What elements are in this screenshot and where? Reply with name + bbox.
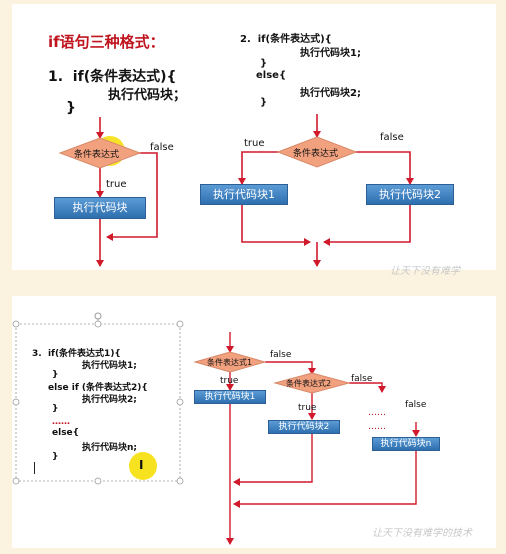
flow3-dots1: ……: [368, 408, 386, 418]
flow3-condition2-diamond: [273, 372, 351, 394]
format3-line4: else if (条件表达式2){: [48, 383, 148, 393]
flow1-condition-diamond: [58, 137, 142, 169]
flow2-block1: 执行代码块1: [200, 184, 288, 205]
flow3-mergen: [233, 451, 417, 508]
format3-line2: 执行代码块1;: [82, 361, 137, 371]
flow2-block2: 执行代码块2: [366, 184, 454, 205]
flow3-false1-label: false: [270, 350, 292, 360]
flow3-condition1-label: 条件表达式1: [207, 358, 253, 367]
flow3-condition1-diamond: [193, 351, 267, 373]
format3-line3: }: [52, 370, 59, 380]
flow3-false3-label: false: [405, 400, 427, 410]
format3-line9: 执行代码块n;: [82, 443, 138, 453]
flow3-block1: 执行代码块1: [194, 390, 266, 404]
format2-line4: else{: [256, 70, 287, 81]
format1-line3: }: [66, 100, 76, 116]
flow3-false2-path: [349, 382, 386, 393]
cursor-highlight-bottom: [129, 452, 157, 480]
flow3-false1-path: [265, 361, 316, 375]
flow1-false-label: false: [150, 142, 174, 153]
flow2-true-label: true: [244, 138, 265, 149]
flow2-true-path: [238, 151, 280, 185]
flow3-true1-label: true: [220, 376, 239, 386]
top-flow-lines: [58, 114, 414, 267]
page-title: if语句三种格式：: [48, 33, 165, 51]
flow1-block: 执行代码块: [54, 197, 146, 219]
bottom-flow-lines: [12, 312, 420, 545]
flow3-block2: 执行代码块2: [268, 420, 340, 434]
flow2-condition-diamond: [276, 136, 358, 168]
flow2-merge-left: [241, 205, 311, 246]
flow3-condition2-label: 条件表达式2: [286, 379, 332, 388]
format3-line1: 3. if(条件表达式1){: [32, 349, 121, 359]
format3-line5: 执行代码块2;: [82, 395, 137, 405]
flow2-merge-right: [323, 205, 411, 246]
flow3-dots2: ……: [368, 422, 386, 432]
format3-line6: }: [52, 404, 59, 414]
format2-line5: 执行代码块2;: [300, 88, 361, 99]
flow2-condition-label: 条件表达式: [293, 149, 339, 159]
watermark-top: 让天下没有难学: [390, 266, 460, 277]
top-panel: if语句三种格式： 1. if(条件表达式){ 执行代码块； } 2. if(条…: [12, 4, 496, 277]
watermark-bottom: 让天下没有难学的技术: [372, 528, 472, 539]
format2-line1: 2. if(条件表达式){: [240, 34, 332, 45]
flow1-true-label: true: [106, 179, 127, 190]
flow1-condition-label: 条件表达式: [74, 150, 120, 160]
format1-line2: 执行代码块；: [108, 88, 187, 103]
ibeam-cursor-icon: I: [139, 458, 144, 472]
flow3-blockn: 执行代码块n: [372, 437, 440, 451]
flow3-false2-label: false: [351, 374, 373, 384]
flow3-merge2: [233, 431, 313, 486]
flow2-false-path: [354, 151, 414, 185]
selected-textbox-frame[interactable]: [12, 312, 184, 485]
format3-line10: }: [52, 452, 59, 462]
flow2-false-label: false: [380, 132, 404, 143]
format2-line3: }: [260, 58, 268, 69]
format2-line6: }: [260, 97, 268, 108]
flow1-false-path: [106, 152, 158, 241]
flow3-true2-label: true: [298, 403, 317, 413]
bottom-panel: 3. if(条件表达式1){ 执行代码块1; } else if (条件表达式2…: [12, 296, 496, 548]
format2-line2: 执行代码块1;: [300, 48, 361, 59]
format3-line7: ……: [52, 417, 70, 427]
format1-line1: 1. if(条件表达式){: [48, 69, 177, 85]
format3-line8: else{: [52, 428, 80, 438]
text-cursor: [34, 462, 35, 474]
